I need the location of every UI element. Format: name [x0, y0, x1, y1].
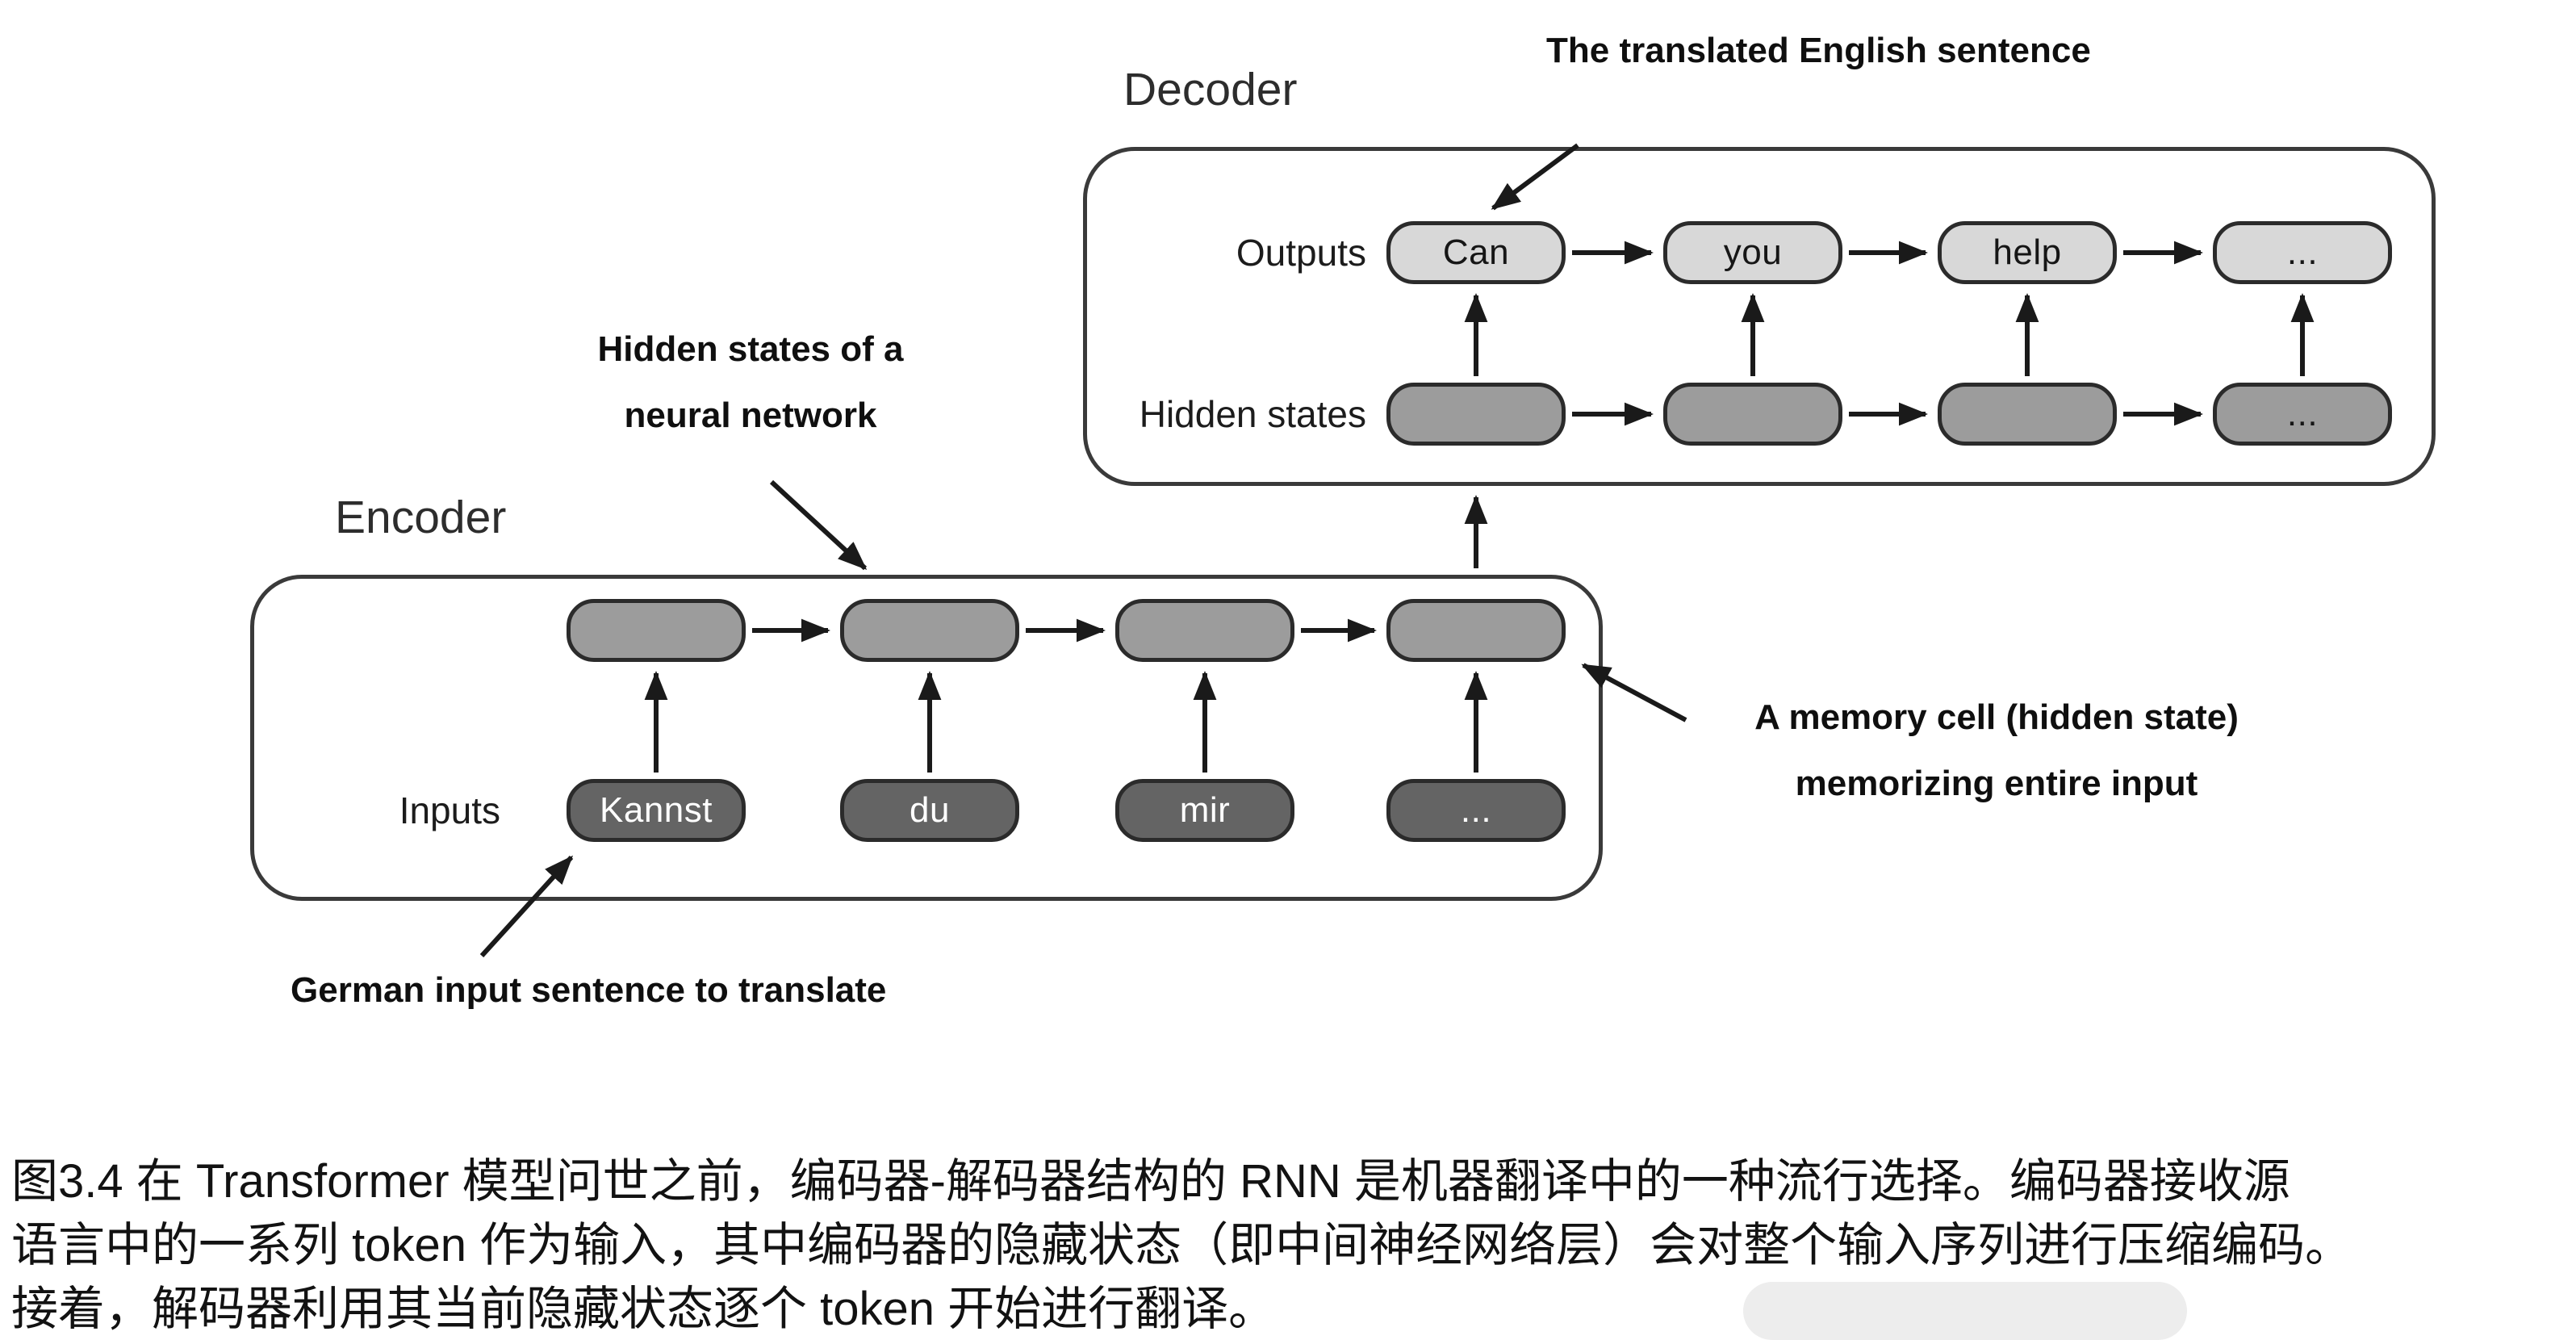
- encoder-input-box-1: Kannst: [567, 779, 746, 842]
- decoder-hidden-box-1: [1386, 383, 1566, 446]
- annotation-german-input: German input sentence to translate: [291, 970, 887, 1010]
- caption-line-2: 语言中的一系列 token 作为输入，其中编码器的隐藏状态（即中间神经网络层）会…: [11, 1219, 2352, 1271]
- annotation-memory-cell: A memory cell (hidden state) memorizing …: [1690, 685, 2303, 817]
- outputs-label: Outputs: [1236, 232, 1366, 274]
- annotation-memory-cell-line1: A memory cell (hidden state): [1754, 697, 2239, 737]
- decoder-output-box-2: you: [1663, 221, 1842, 284]
- decoder-output-box-1: Can: [1386, 221, 1566, 284]
- encoder-hidden-box-1: [567, 599, 746, 662]
- inputs-label: Inputs: [399, 789, 500, 831]
- decoder-hidden-states-label: Hidden states: [1139, 393, 1366, 435]
- annotation-translated-sentence: The translated English sentence: [1546, 31, 2091, 70]
- encoder-title: Encoder: [335, 492, 507, 543]
- annotation-hidden-states: Hidden states of a neural network: [500, 316, 1001, 449]
- decoder-hidden-box-4: ...: [2213, 383, 2392, 446]
- annotation-hidden-states-line1: Hidden states of a: [597, 329, 904, 369]
- encoder-hidden-box-3: [1115, 599, 1294, 662]
- encoder-input-box-2: du: [840, 779, 1019, 842]
- encoder-input-box-4: ...: [1386, 779, 1566, 842]
- encoder-box: [250, 575, 1603, 901]
- decoder-hidden-box-2: [1663, 383, 1842, 446]
- figure-caption: 图3.4 在 Transformer 模型问世之前，编码器-解码器结构的 RNN…: [11, 1149, 2576, 1340]
- decoder-output-box-3: help: [1938, 221, 2117, 284]
- arrow-annotation-hidden-states: [769, 479, 868, 571]
- decoder-box: [1083, 147, 2436, 486]
- annotation-hidden-states-line2: neural network: [624, 396, 877, 435]
- caption-line-1: 图3.4 在 Transformer 模型问世之前，编码器-解码器结构的 RNN…: [11, 1155, 2290, 1208]
- decoder-output-box-4: ...: [2213, 221, 2392, 284]
- caption-line-3: 接着，解码器利用其当前隐藏状态逐个 token 开始进行翻译。: [11, 1283, 1276, 1335]
- watermark-smudge: [1743, 1282, 2187, 1340]
- encoder-hidden-box-2: [840, 599, 1019, 662]
- encoder-input-box-3: mir: [1115, 779, 1294, 842]
- annotation-memory-cell-line2: memorizing entire input: [1795, 764, 2198, 803]
- encoder-hidden-box-4: [1386, 599, 1566, 662]
- decoder-title: Decoder: [1123, 64, 1298, 115]
- decoder-hidden-box-3: [1938, 383, 2117, 446]
